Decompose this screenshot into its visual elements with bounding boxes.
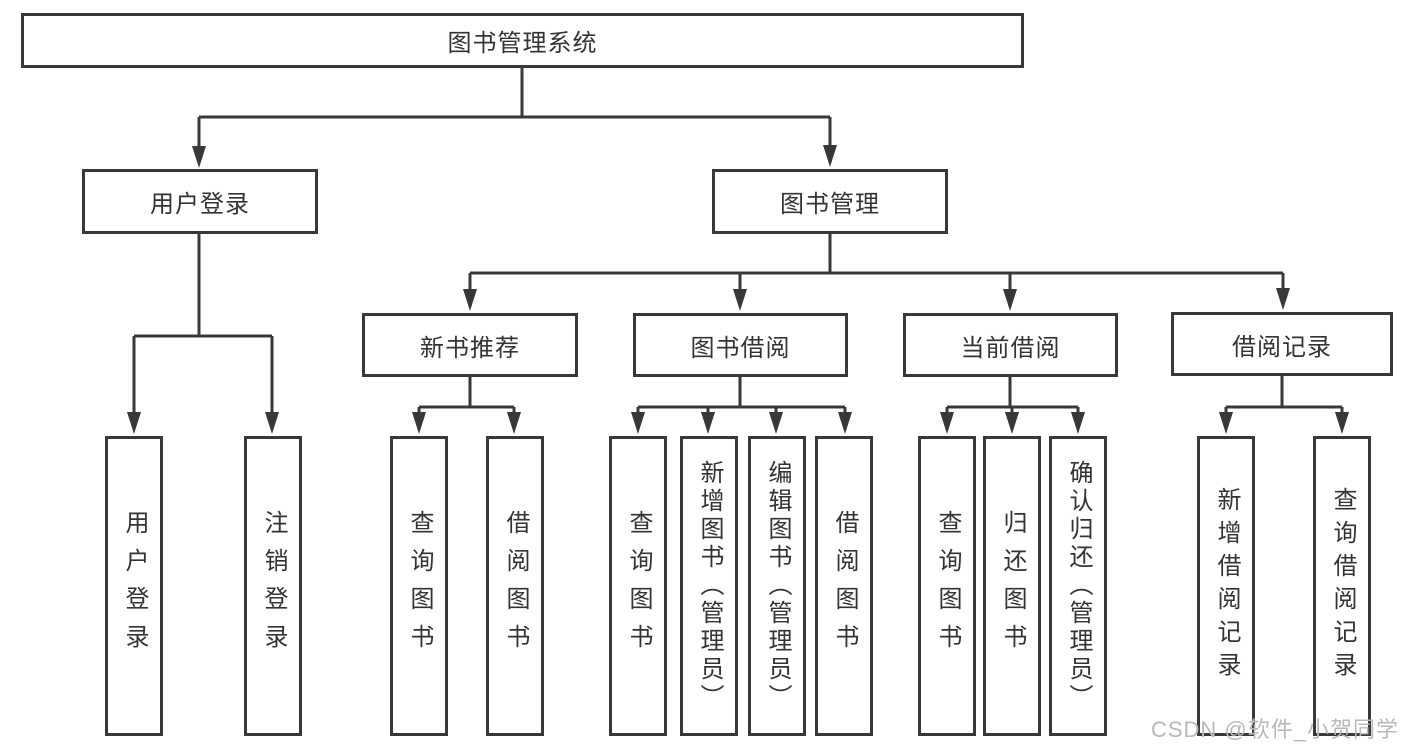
node-current-borrowing: 当前借阅 [903, 313, 1118, 377]
node-library-management-system: 图书管理系统 [21, 13, 1024, 68]
leaf-borrow-books-recommend: 借阅图书 [486, 436, 544, 736]
node-label: 查询图书 [934, 510, 961, 662]
node-label: 查询图书 [406, 510, 433, 662]
node-user-login: 用户登录 [82, 169, 318, 234]
node-label: 查询借阅记录 [1329, 487, 1356, 685]
node-label: 新书推荐 [420, 334, 520, 362]
node-book-management: 图书管理 [712, 169, 948, 234]
node-label: 图书借阅 [690, 334, 791, 362]
node-label: 注销登录 [260, 510, 287, 662]
node-label: 当前借阅 [960, 334, 1061, 362]
leaf-return-books: 归还图书 [983, 436, 1041, 736]
node-label: 用户登录 [121, 510, 148, 662]
node-label: 借阅图书 [502, 510, 529, 662]
csdn-watermark: CSDN @软件_小贺同学 [1150, 717, 1399, 742]
node-label: 图书管理系统 [447, 30, 598, 57]
node-label: 图书管理 [780, 191, 880, 218]
node-book-borrowing: 图书借阅 [633, 313, 848, 377]
leaf-logout: 注销登录 [244, 436, 302, 736]
leaf-query-books-current: 查询图书 [918, 436, 976, 736]
node-borrowing-records: 借阅记录 [1171, 312, 1393, 376]
leaf-confirm-return-admin: 确认归还（管理员） [1049, 436, 1107, 736]
node-label: 编辑图书（管理员） [764, 460, 791, 712]
node-label: 借阅记录 [1232, 333, 1332, 361]
leaf-user-login: 用户登录 [105, 436, 163, 736]
leaf-add-borrow-record: 新增借阅记录 [1197, 436, 1255, 736]
node-label: 归还图书 [999, 510, 1026, 662]
node-label: 借阅图书 [831, 510, 858, 662]
leaf-query-books-recommend: 查询图书 [390, 436, 448, 736]
connector-paths [132, 68, 1344, 416]
leaf-query-books-borrow: 查询图书 [609, 436, 667, 736]
node-label: 用户登录 [150, 191, 250, 218]
node-label: 查询图书 [625, 510, 652, 662]
node-label: 新增图书（管理员） [696, 460, 723, 712]
arrowheads [127, 145, 1349, 434]
leaf-borrow-books: 借阅图书 [815, 436, 873, 736]
node-label: 新增借阅记录 [1213, 487, 1240, 685]
leaf-edit-books-admin: 编辑图书（管理员） [748, 436, 806, 736]
leaf-add-books-admin: 新增图书（管理员） [680, 436, 738, 736]
node-label: 确认归还（管理员） [1065, 460, 1092, 712]
node-new-book-recommendation: 新书推荐 [362, 313, 578, 377]
leaf-query-borrow-record: 查询借阅记录 [1313, 436, 1371, 736]
